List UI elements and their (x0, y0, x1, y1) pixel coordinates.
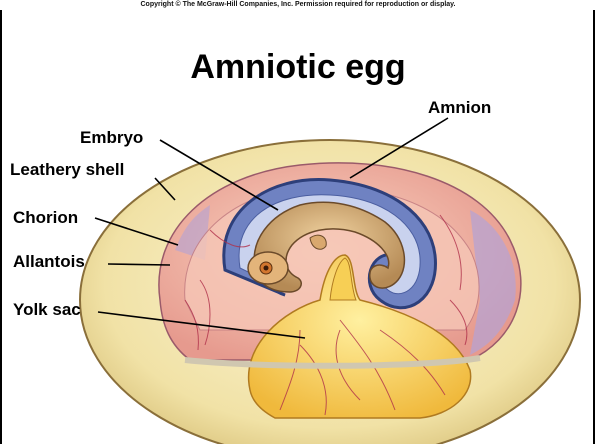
label-allantois: Allantois (13, 252, 85, 272)
label-chorion: Chorion (13, 208, 78, 228)
label-leathery-shell: Leathery shell (10, 160, 124, 180)
leader-line-allantois (108, 264, 170, 265)
label-embryo: Embryo (80, 128, 143, 148)
label-yolk-sac: Yolk sac (13, 300, 81, 320)
label-amnion: Amnion (428, 98, 491, 118)
embryo-pupil (264, 266, 269, 271)
